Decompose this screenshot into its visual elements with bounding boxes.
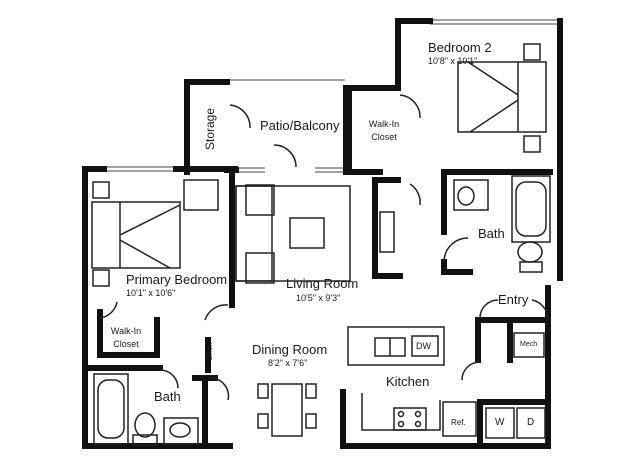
walk-in-closet-upper-line2: Closet	[371, 132, 397, 142]
walls	[82, 18, 563, 449]
washer-label: W	[495, 417, 505, 428]
walk-in-closet-upper-label: Walk-In Closet	[364, 118, 404, 144]
mech-label: Mech	[520, 341, 538, 348]
interior-lines	[91, 43, 551, 446]
dryer-label: D	[527, 417, 535, 428]
primary-bedroom-dimensions: 10'1" x 10'6"	[126, 288, 176, 298]
bath-upper-label: Bath	[478, 226, 505, 241]
walk-in-closet-upper-line1: Walk-In	[368, 119, 400, 129]
refrigerator-label: Ref.	[451, 418, 466, 427]
kitchen-label: Kitchen	[386, 374, 430, 389]
living-room-dimensions: 10'5" x 9'3"	[296, 293, 341, 303]
dishwasher-label: DW	[416, 341, 431, 351]
bedroom-2-dimensions: 10'8" x 10'1"	[428, 56, 478, 66]
primary-bedroom-label: Primary Bedroom	[126, 272, 228, 287]
storage-label: Storage	[203, 107, 217, 151]
walk-in-closet-lower-label: Walk-In Closet	[104, 325, 148, 351]
bath-lower-label: Bath	[154, 389, 181, 404]
walk-in-closet-lower-line2: Closet	[113, 339, 139, 349]
dining-room-dimensions: 8'2" x 7'6"	[268, 358, 308, 368]
entry-label: Entry	[498, 292, 529, 307]
linen-label: Linen	[207, 342, 215, 361]
living-room-label: Living Room	[286, 276, 359, 291]
windows	[105, 19, 560, 173]
patio-balcony-label: Patio/Balcony	[260, 118, 340, 133]
bedroom-2-label: Bedroom 2	[428, 40, 492, 55]
dining-room-label: Dining Room	[252, 342, 328, 357]
walk-in-closet-lower-line1: Walk-In	[110, 326, 142, 336]
